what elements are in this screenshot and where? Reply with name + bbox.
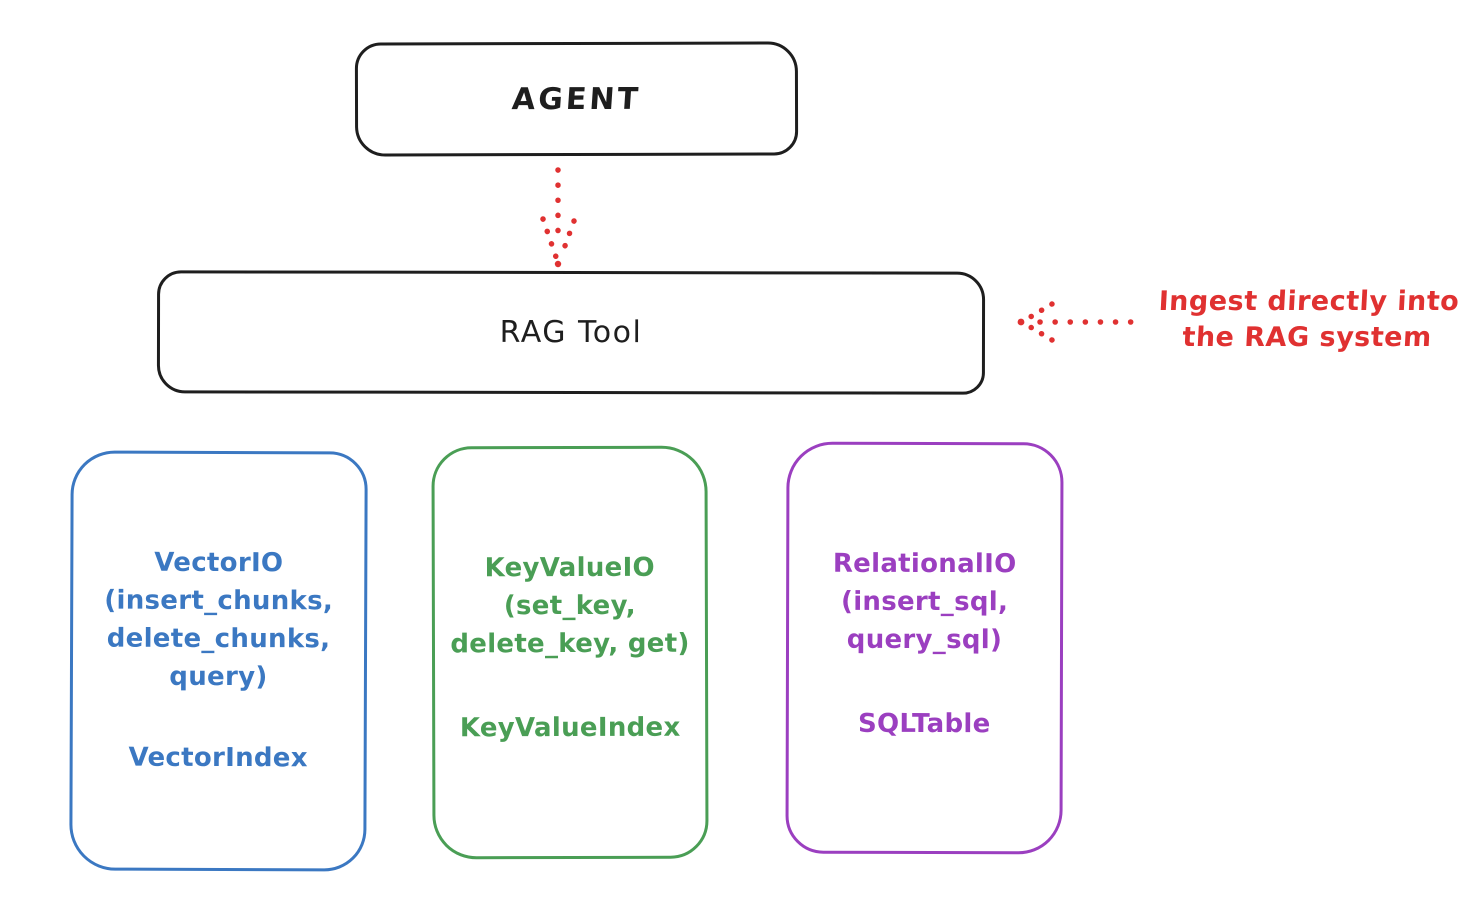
sql-table-label: SQLTable xyxy=(857,708,991,740)
ingest-annotation-line1: Ingest directly into xyxy=(1157,286,1461,317)
relational-io-title: RelationalIO xyxy=(832,548,1017,580)
keyvalue-io-card: KeyValueIO (set_key, delete_key, get) Ke… xyxy=(431,445,709,860)
agent-box: AGENT xyxy=(354,41,799,157)
relational-io-method-line: query_sql) xyxy=(846,624,1003,656)
ingest-arrow-icon xyxy=(1017,301,1135,343)
vector-io-title: VectorIO xyxy=(154,547,284,579)
keyvalue-index-label: KeyValueIndex xyxy=(459,712,681,744)
keyvalue-io-title: KeyValueIO xyxy=(484,552,655,584)
vector-index-label: VectorIndex xyxy=(128,742,308,774)
agent-to-rag-arrow-icon xyxy=(540,167,577,268)
ingest-annotation-line2: the RAG system xyxy=(1181,322,1433,353)
rag-tool-box: RAG Tool xyxy=(156,270,986,395)
agent-label: AGENT xyxy=(510,81,643,117)
vector-io-method-line: (insert_chunks, xyxy=(104,585,334,617)
vector-io-card: VectorIO (insert_chunks, delete_chunks, … xyxy=(69,450,368,872)
vector-io-method-line: query) xyxy=(169,661,268,693)
vector-io-method-line: delete_chunks, xyxy=(106,623,331,655)
keyvalue-io-method-line: (set_key, xyxy=(503,590,636,622)
relational-io-method-line: (insert_sql, xyxy=(841,586,1009,618)
rag-tool-label: RAG Tool xyxy=(499,314,643,351)
relational-io-card: RelationalIO (insert_sql, query_sql) SQL… xyxy=(785,441,1064,855)
ingest-annotation: Ingest directly into the RAG system xyxy=(1138,284,1478,356)
keyvalue-io-method-line: delete_key, get) xyxy=(450,628,690,660)
